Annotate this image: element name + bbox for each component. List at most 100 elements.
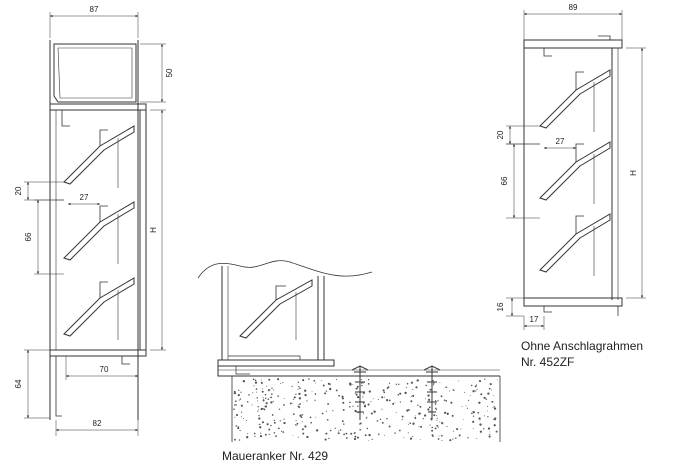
concrete-speck [260,407,263,411]
concrete-speck [301,428,304,431]
concrete-speck [239,429,241,432]
concrete-speck [366,427,369,430]
right-dim-pitch: 20 [496,130,505,139]
concrete-speck [462,419,464,421]
concrete-speck [302,379,305,382]
concrete-speck [371,438,373,440]
caption-ohne-anschlagrahmen: Ohne Anschlagrahmen Nr. 452ZF [521,338,643,370]
concrete-speck [297,381,299,383]
concrete-speck [272,389,275,391]
concrete-speck [440,395,443,398]
concrete-speck [292,413,295,415]
concrete-speck [431,429,434,432]
concrete-speck [423,414,427,417]
concrete-speck [406,409,409,412]
concrete-speck [261,421,265,424]
concrete-speck [260,432,262,434]
concrete-speck [234,416,236,418]
caption-maueranker: Maueranker Nr. 429 [222,449,329,463]
concrete-speck [356,395,360,399]
concrete-speck [293,396,296,399]
concrete-speck [364,404,366,406]
concrete-speck [388,382,391,384]
dim-sill-height: 64 [14,379,23,388]
dim-slat-spacing: 66 [24,232,33,241]
concrete-speck [314,393,317,395]
concrete-speck [366,416,368,418]
concrete-speck [465,405,467,407]
concrete-speck [283,421,286,425]
concrete-speck [277,395,279,397]
concrete-speck [427,398,431,402]
concrete-speck [434,427,437,430]
concrete-speck [299,387,301,389]
concrete-speck [345,432,348,435]
concrete-speck [440,434,443,437]
concrete-speck [409,437,413,440]
concrete-speck [355,393,358,396]
concrete-speck [492,407,494,409]
concrete-speck [397,394,400,396]
concrete-speck [406,382,409,385]
concrete-speck [298,397,302,400]
concrete-speck [283,404,285,406]
concrete-speck [383,396,385,398]
concrete-speck [253,432,256,435]
concrete-speck [388,425,391,428]
concrete-speck [289,402,292,405]
concrete-speck [270,396,272,399]
concrete-speck [464,391,466,393]
concrete-speck [488,435,491,438]
concrete-speck [324,438,327,441]
concrete-speck [246,401,249,403]
right-dim-width-top: 89 [569,3,578,12]
concrete-speck [267,398,270,401]
concrete-speck [467,399,470,401]
concrete-speck [261,388,263,390]
concrete-speck [432,379,434,382]
concrete-speck [263,405,265,407]
concrete-speck [363,392,365,395]
concrete-speck [275,435,277,437]
concrete-speck [487,405,489,407]
concrete-speck [394,432,396,434]
concrete-speck [267,389,270,392]
concrete-speck [479,419,481,421]
concrete-speck [439,382,441,384]
concrete-speck [306,435,309,439]
concrete-speck [301,414,304,416]
concrete-speck [395,383,397,385]
concrete-speck [361,382,362,384]
concrete-speck [401,419,403,421]
concrete-speck [382,389,385,392]
concrete-speck [359,428,362,431]
concrete-speck [362,382,364,384]
concrete-speck [419,439,421,441]
concrete-speck [259,426,262,429]
concrete-speck [238,439,241,441]
concrete-speck [493,406,495,408]
concrete-speck [304,425,307,428]
concrete-speck [472,415,475,417]
concrete-speck [270,393,273,395]
concrete-speck [415,386,418,389]
concrete-speck [233,404,236,406]
concrete-speck [349,406,351,408]
concrete-speck [449,390,450,392]
concrete-speck [493,394,495,396]
concrete-speck [270,424,272,427]
concrete-speck [388,399,391,402]
concrete-speck [247,433,249,435]
caption-line-2: Nr. 452ZF [521,355,575,369]
dim-width-bottom: 82 [93,419,102,428]
concrete-speck [377,398,379,401]
concrete-speck [480,393,483,396]
concrete-speck [282,382,284,384]
concrete-speck [321,412,324,415]
concrete-speck [412,436,414,438]
concrete-speck [337,432,340,435]
concrete-speck [266,423,269,426]
concrete-speck [246,436,249,439]
concrete-speck [240,404,243,407]
